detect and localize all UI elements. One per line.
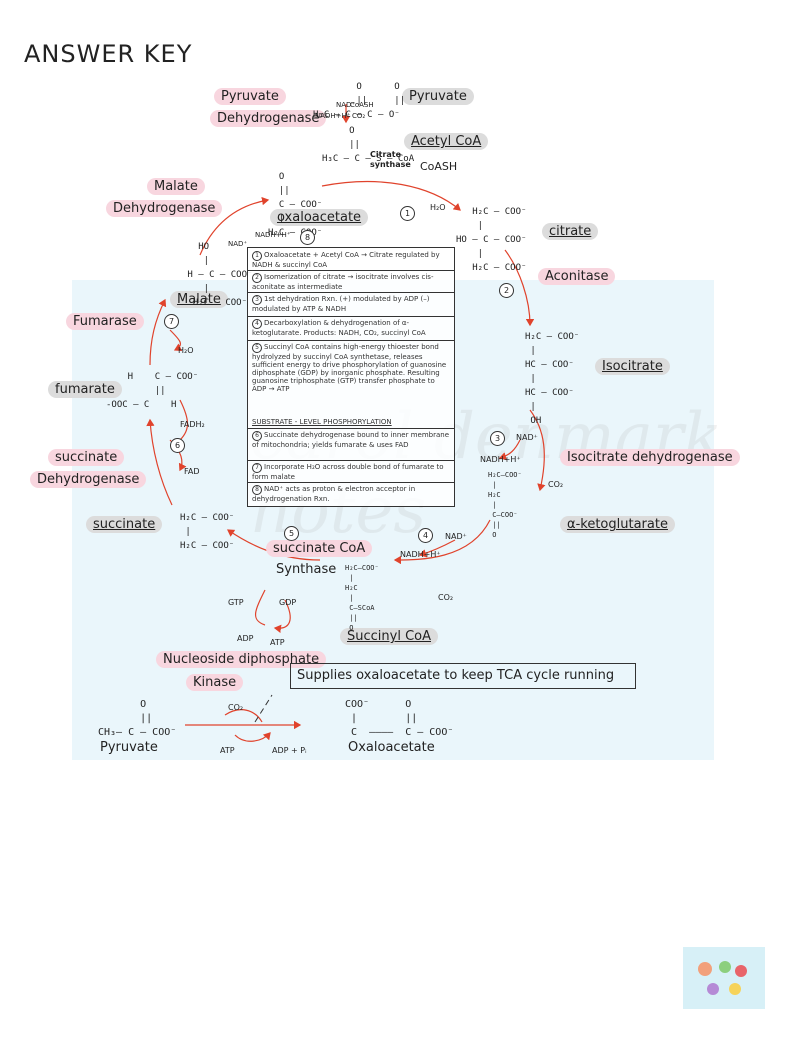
- co2-label-2: CO₂: [438, 593, 454, 602]
- succinate-structure: H₂C — COO⁻ | H₂C — COO⁻: [180, 513, 235, 551]
- step-5-marker: 5: [284, 526, 299, 541]
- pyruvate-label: Pyruvate: [402, 88, 474, 105]
- h2o-label-2: H₂O: [178, 346, 194, 355]
- citrate-synthase-arrow: [321, 181, 461, 211]
- nadh-label-3: NADH+H⁺: [255, 231, 291, 239]
- co2-label-1: CO₂: [548, 480, 564, 489]
- fumarase-label: Fumarase: [66, 313, 144, 330]
- isocitrate-label: Isocitrate: [595, 358, 670, 375]
- h2o-label-1: H₂O: [430, 203, 446, 212]
- nadh-label-2: NADH+H⁺: [400, 550, 441, 559]
- succinyl-coa-label: Succinyl CoA: [340, 628, 438, 645]
- oxaloacetate-label: oxaloacetate: [270, 209, 369, 226]
- succinyl-coa-structure: H₂C—COO⁻ | H₂C | C—SCoA || O: [345, 564, 379, 632]
- fadh2-label: FADH₂: [180, 420, 205, 429]
- akgdh-arrow: [393, 519, 491, 565]
- scs-label-1: succinate CoA: [266, 540, 373, 557]
- citrate-synthase-label-2: synthase: [370, 160, 411, 169]
- sdh-label-2: Dehydrogenase: [30, 471, 147, 488]
- adp-label: ADP: [237, 634, 254, 643]
- ndpk-label-2: Kinase: [186, 674, 244, 691]
- malate-structure: HO | H — C — COO⁻ | H₂C — COO⁻: [187, 242, 253, 308]
- oxaloacetate-structure: O || C — COO⁻ | H₂C — COO⁻: [268, 172, 323, 238]
- fumarase-arrow: [149, 298, 167, 366]
- step-1-marker: 1: [400, 206, 415, 221]
- acetyl-coa-structure: O || H₃C — C — S — CoA: [322, 126, 415, 164]
- nad-label-1: NAD⁺: [516, 433, 538, 442]
- alpha-kg-structure: H₂C—COO⁻ | H₂C | C—COO⁻ || O: [488, 471, 522, 539]
- sdh-label-1: succinate: [48, 449, 125, 466]
- anaplerotic-adp: ADP + Pᵢ: [272, 746, 307, 755]
- alpha-kg-label: α-ketoglutarate: [560, 516, 675, 533]
- pyruvate-structure: O O || || H₃C — C — C — O⁻: [313, 82, 406, 120]
- mdh-arrow: [199, 196, 270, 256]
- isocitrate-structure: H₂C — COO⁻ | HC — COO⁻ | HC — COO⁻ | OH: [525, 332, 580, 426]
- sdh-arrow: [146, 418, 173, 506]
- nadh-label-1: NADH+H⁺: [480, 455, 521, 464]
- fumarate-label: fumarate: [48, 381, 122, 398]
- anaplerotic-atp: ATP: [220, 746, 235, 755]
- mdh-label-1: Malate: [147, 178, 205, 195]
- step-4-marker: 4: [418, 528, 433, 543]
- oxaloacetate-bottom-structure: COO⁻ O | || C ———— C — COO⁻: [345, 699, 454, 738]
- mdh-label-2: Dehydrogenase: [106, 200, 223, 217]
- succinate-label: succinate: [86, 516, 163, 533]
- anaplerotic-note: Supplies oxaloacetate to keep TCA cycle …: [290, 663, 636, 689]
- brand-logo: [683, 947, 765, 1009]
- pdh-coash-label: CoASH: [350, 101, 374, 109]
- step-6-marker: 6: [170, 438, 185, 453]
- atp-label: ATP: [270, 638, 285, 647]
- aconitase-arrow: [504, 249, 535, 327]
- citrate-label: citrate: [542, 223, 599, 240]
- pyruvate-bottom-label: Pyruvate: [100, 740, 158, 755]
- idh-arrow: [529, 409, 546, 492]
- citrate-structure: H₂C — COO⁻ | HO — C — COO⁻ | H₂C — COO⁻: [456, 207, 527, 273]
- step-7-marker: 7: [164, 314, 179, 329]
- citrate-synthase-label-1: Citrate: [370, 150, 402, 159]
- pdh-nad-label: NAD⁺: [336, 101, 356, 109]
- step-2-marker: 2: [499, 283, 514, 298]
- acetyl-coa-label: Acetyl CoA: [404, 133, 489, 150]
- fad-label: FAD: [184, 467, 200, 476]
- pdh-label-2: Dehydrogenase: [210, 110, 327, 127]
- scs-label-2: Synthase: [276, 562, 337, 577]
- fruit-logo-icon: [698, 961, 747, 995]
- ndpk-label-1: Nucleoside diphosphate: [156, 651, 327, 668]
- pdh-label-1: Pyruvate: [214, 88, 286, 105]
- nad-label-2: NAD⁺: [445, 532, 467, 541]
- aconitase-label: Aconitase: [538, 268, 616, 285]
- pdh-nadh-label: NADH+H⁺: [315, 112, 351, 120]
- nad-label-3: NAD⁺: [228, 240, 248, 248]
- coash-label: CoASH: [420, 160, 458, 173]
- step-3-marker: 3: [490, 431, 505, 446]
- fumarate-structure: H C — COO⁻ || -OOC — C H: [106, 372, 199, 410]
- page-title: ANSWER KEY: [24, 40, 193, 68]
- gdp-label: GDP: [279, 598, 297, 607]
- note-5b: SUBSTRATE - LEVEL PHOSPHORYLATION: [252, 418, 392, 426]
- idh-label: Isocitrate dehydrogenase: [560, 449, 740, 466]
- pdh-co2-label: CO₂: [352, 112, 366, 120]
- gtp-label: GTP: [228, 598, 244, 607]
- step-8-marker: 8: [300, 230, 315, 245]
- anaplerotic-co2: CO₂: [228, 703, 244, 712]
- malate-label: Malate: [170, 291, 228, 308]
- pyruvate-bottom-structure: O || CH₃— C — COO⁻: [98, 699, 177, 738]
- oxaloacetate-bottom-label: Oxaloacetate: [348, 740, 435, 755]
